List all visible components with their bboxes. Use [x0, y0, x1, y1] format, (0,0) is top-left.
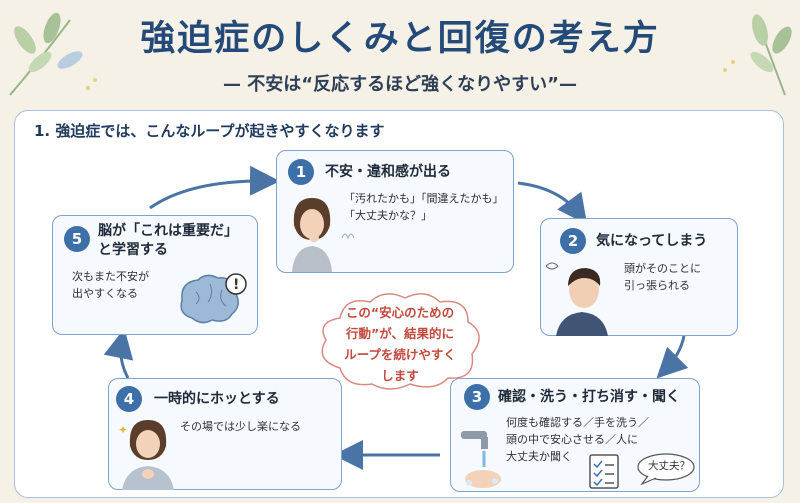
- arrow-1-to-2: [517, 181, 588, 225]
- worried-woman-illustration: [292, 198, 332, 272]
- speech-bubble-text: 大丈夫？: [648, 460, 690, 472]
- center-note: この“安心のための 行動”が、結果的に ループを続けやすく します: [344, 305, 456, 383]
- center-cloud-shape: [321, 293, 480, 390]
- step-title-4: 一時的にホッとする: [154, 391, 280, 407]
- brain-icon: !: [180, 273, 247, 324]
- svg-text:✦: ✦: [118, 423, 128, 437]
- step-title-2: 気になってしまう: [596, 233, 708, 249]
- checklist-icon: [589, 454, 619, 489]
- arrow-2-to-3: [656, 335, 689, 379]
- step-text-2: 頭がそのことに引っ張られる: [624, 262, 701, 292]
- step-number-5: 5: [64, 226, 90, 252]
- step-title-5: 脳が「これは重要だ」と学習する: [98, 223, 238, 258]
- page-title: 強迫症のしくみと回復の考え方: [140, 19, 660, 59]
- arrow-4-to-5: [103, 328, 134, 379]
- step-title-3: 確認・洗う・打ち消す・聞く: [498, 389, 680, 405]
- thinking-man-illustration: [546, 262, 608, 336]
- svg-text:!: !: [233, 277, 239, 293]
- step-number-1: 1: [288, 159, 314, 185]
- step-number-4: 4: [116, 386, 142, 412]
- step-text-5: 次もまた不安が出やすくなる: [72, 270, 149, 300]
- speech-bubble-shape: [637, 453, 695, 486]
- step-title-1: 不安・違和感が出る: [325, 164, 451, 180]
- step-text-1: 「汚れたかも」「間違えたかも」「大丈夫かな？」: [344, 192, 504, 222]
- page-subtitle: — 不安は“反応するほど強くなりやすい”—: [223, 74, 577, 95]
- step-text-3: 何度も確認する／手を洗う／頭の中で安心させる／人に大丈夫か聞く: [506, 416, 649, 463]
- step-text-4: その場では少し楽になる: [180, 420, 301, 433]
- relieved-woman-illustration: ✦: [118, 420, 174, 490]
- leaf-decoration-left: [9, 12, 97, 96]
- arrow-5-to-1: [149, 165, 280, 210]
- step-number-2: 2: [560, 228, 586, 254]
- leaf-decoration-right: [723, 14, 792, 96]
- step-number-3: 3: [464, 384, 490, 410]
- faucet-handwash-illustration: [461, 431, 501, 488]
- sweat-icon: [341, 233, 355, 240]
- section-heading: 1. 強迫症では、こんなループが起きやすくなります: [34, 122, 385, 140]
